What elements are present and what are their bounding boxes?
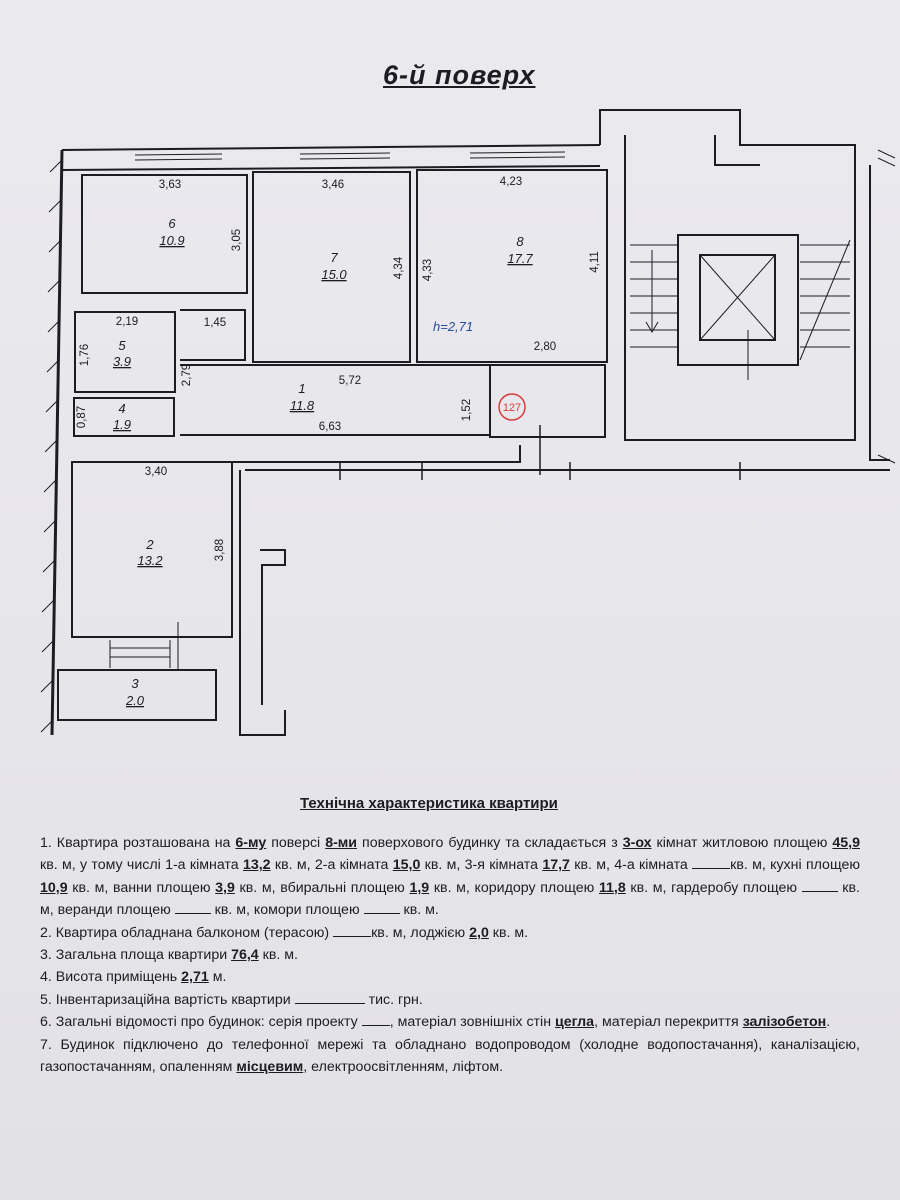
spec-item-4: 4. Висота приміщень 2,71 м. — [40, 969, 227, 986]
dim-room6-height: 3,05 — [231, 229, 243, 251]
dim-room4-height: 0,87 — [76, 406, 88, 428]
spec-item-6: 6. Загальні відомості про будинок: серія… — [40, 1014, 831, 1031]
stamp-circle — [498, 393, 526, 421]
stamp-number: 127 — [503, 402, 521, 414]
dim-room5-width: 2,19 — [116, 316, 138, 328]
dim-corridor-side: 2,79 — [181, 364, 193, 386]
dim-room7-height: 4,34 — [393, 256, 405, 279]
dim-room6-width: 3,63 — [159, 179, 181, 191]
ceiling-height-note: h=2,71 — [433, 319, 473, 334]
room-7-number: 7 — [330, 250, 338, 265]
room-1-number: 1 — [298, 381, 305, 396]
room-5-area: 3.9 — [113, 354, 131, 369]
dim-corridor-width: 5,72 — [339, 375, 361, 387]
floor-title: 6-й поверх — [383, 60, 536, 90]
room-1-area: 11.8 — [290, 398, 315, 413]
room-3-number: 3 — [131, 676, 139, 691]
spec-item-5: 5. Інвентаризаційна вартість квартири ти… — [40, 991, 423, 1008]
dim-room8-height-left: 4,33 — [422, 259, 434, 281]
room-2-area: 13.2 — [137, 553, 163, 568]
room-2-number: 2 — [145, 537, 154, 552]
dim-corridor-top: 1,45 — [204, 317, 226, 329]
floor-plan: 127 6 10.9 7 15.0 8 17.7 5 3.9 4 1.9 1 1… — [40, 109, 896, 736]
room-6-number: 6 — [168, 216, 176, 231]
spec-item-2: 2. Квартира обладнана балконом (терасою)… — [40, 924, 529, 941]
spec-item-7: 7. Будинок підключено до телефонної мере… — [40, 1036, 860, 1076]
dim-room8-bottom: 2,80 — [534, 341, 556, 353]
room-8-number: 8 — [516, 234, 524, 249]
room-4-area: 1.9 — [113, 417, 131, 432]
spec-title: Технічна характеристика квартири — [300, 795, 558, 812]
room-7-area: 15.0 — [321, 267, 347, 282]
dim-corridor-length: 6,63 — [319, 421, 341, 433]
dim-room8-width: 4,23 — [500, 176, 522, 188]
room-8-area: 17.7 — [507, 251, 533, 266]
spec-item-3: 3. Загальна площа квартири 76,4 кв. м. — [40, 947, 298, 964]
room-5-number: 5 — [118, 338, 126, 353]
spec-item-1: 1. Квартира розташована на 6-му поверсі … — [40, 835, 860, 919]
room-4-number: 4 — [118, 401, 125, 416]
dim-room8-height-right: 4,11 — [589, 251, 601, 273]
room-3-area: 2.0 — [125, 693, 145, 708]
room-6-area: 10.9 — [159, 233, 184, 248]
dim-room2-width: 3,40 — [145, 466, 167, 478]
spec-body: 1. Квартира розташована на 6-му поверсі … — [40, 832, 860, 1078]
dim-corridor-height: 1,52 — [461, 399, 473, 421]
dim-room5-height: 1,76 — [79, 344, 91, 366]
dim-room7-width: 3,46 — [322, 179, 344, 191]
dim-room2-height: 3,88 — [214, 539, 226, 561]
